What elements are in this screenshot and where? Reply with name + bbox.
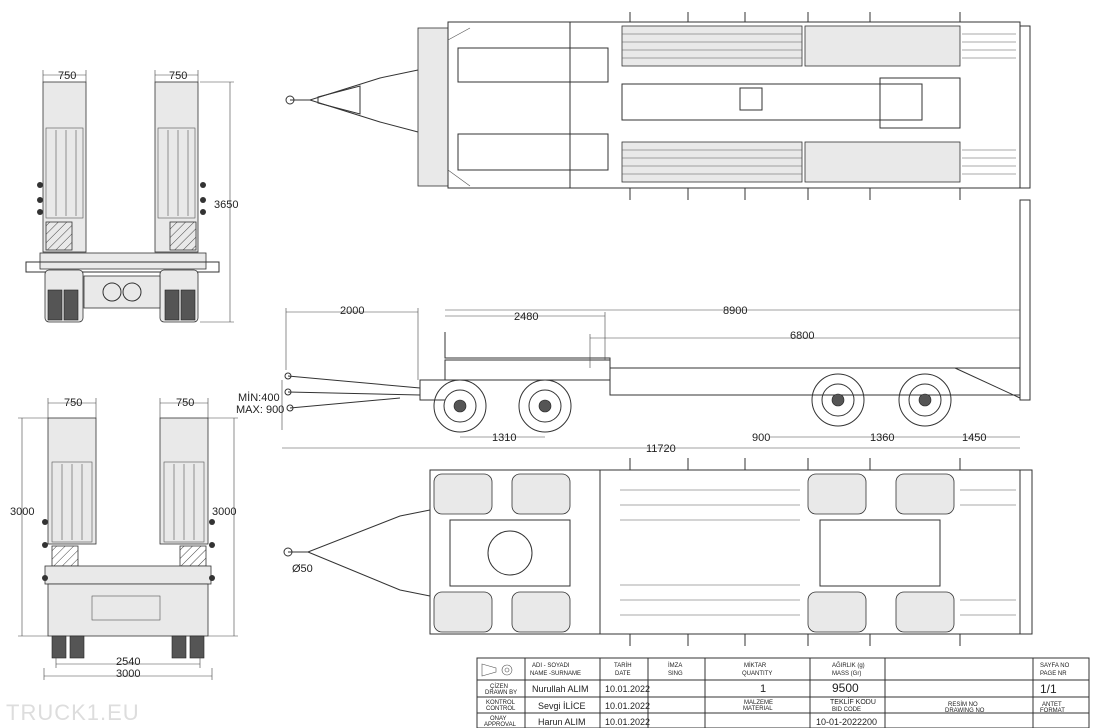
approval-name: Harun ALIM <box>538 717 586 727</box>
drawn-label-2: DRAWN BY <box>485 690 517 696</box>
rear-view-ramps-up <box>25 70 234 323</box>
material-label-1: MALZEME <box>744 700 773 706</box>
header-qty-1: MİKTAR <box>744 662 767 669</box>
rear-view-ramps-down <box>18 398 238 680</box>
dim-eye-diameter: Ø50 <box>292 563 313 575</box>
dim-rear-width-bot-right: 750 <box>176 397 194 409</box>
dim-overall-width: 3000 <box>116 668 140 680</box>
control-label-1: KONTROL <box>486 700 516 706</box>
header-mass-1: AĞIRLIK (g) <box>832 662 865 669</box>
material-label-2: MATERIAL <box>743 706 773 712</box>
dim-overall-length: 11720 <box>646 443 676 455</box>
header-page-2: PAGE NR <box>1040 671 1067 677</box>
header-qty-2: QUANTITY <box>742 671 772 677</box>
dim-rear-width-top-left: 750 <box>58 70 76 82</box>
code-label-1: TEKLİF KODU <box>830 697 876 706</box>
watermark: TRUCK1.EU <box>6 700 140 725</box>
dim-drawbar-length: 2000 <box>340 305 364 317</box>
dim-lower-deck-length: 6800 <box>790 330 814 342</box>
dim-rear-height-top: 3650 <box>214 199 238 211</box>
dim-rear-width-bot-left: 750 <box>64 397 82 409</box>
drawn-label-1: ÇİZEN <box>490 683 508 690</box>
quantity-value: 1 <box>760 683 766 695</box>
dim-front-axle-spacing: 1310 <box>492 432 516 444</box>
approval-date: 10.01.2022 <box>605 717 650 727</box>
code-label-2: BID CODE <box>832 707 861 713</box>
side-view <box>281 199 1031 449</box>
top-view-deck <box>285 12 1031 200</box>
control-name: Sevgi İLİCE <box>538 701 586 711</box>
approval-label-1: ONAY <box>490 716 507 722</box>
dim-track-width: 2540 <box>116 656 140 668</box>
title-block <box>476 657 1090 728</box>
dim-coupling-max: MAX: 900 <box>236 404 284 416</box>
header-sign-1: İMZA <box>668 662 682 669</box>
bottom-view-chassis <box>283 458 1033 646</box>
page-value: 1/1 <box>1040 682 1057 696</box>
format-label-1: ANTET <box>1042 702 1062 708</box>
dim-rear-height-bot-right: 3000 <box>212 506 236 518</box>
drawn-name: Nurullah ALIM <box>532 684 589 694</box>
drawing-no-label-1: RESİM NO <box>948 701 978 708</box>
control-date: 10.01.2022 <box>605 701 650 711</box>
dim-rear-overhang: 1450 <box>962 432 986 444</box>
header-date-2: DATE <box>615 671 631 677</box>
drawn-date: 10.01.2022 <box>605 684 650 694</box>
dim-rear-height-bot-left: 3000 <box>10 506 34 518</box>
header-name-2: NAME -SURNAME <box>530 671 581 677</box>
dim-rear-width-top-right: 750 <box>169 70 187 82</box>
header-page-1: SAYFA NO <box>1040 663 1070 669</box>
drawing-no-label-2: DRAWING NO <box>945 708 985 714</box>
dim-coupling-min: MİN:400 <box>238 391 280 404</box>
approval-label-2: APPROVAL <box>484 722 517 728</box>
dim-deck-length: 8900 <box>723 305 747 317</box>
dim-gooseneck-length: 2480 <box>514 311 538 323</box>
mass-value: 9500 <box>832 681 859 695</box>
dim-rear-overhang-gap: 900 <box>752 432 770 444</box>
header-mass-2: MASS (Gr) <box>832 671 861 677</box>
dim-rear-axle-spacing: 1360 <box>870 432 894 444</box>
header-name-1: ADI - SOYADI <box>532 663 570 669</box>
header-sign-2: SING <box>668 671 683 677</box>
header-date-1: TARİH <box>614 662 632 669</box>
code-value: 10-01-2022200 <box>816 717 877 727</box>
format-label-2: FORMAT <box>1040 708 1065 714</box>
control-label-2: CONTROL <box>486 706 516 712</box>
